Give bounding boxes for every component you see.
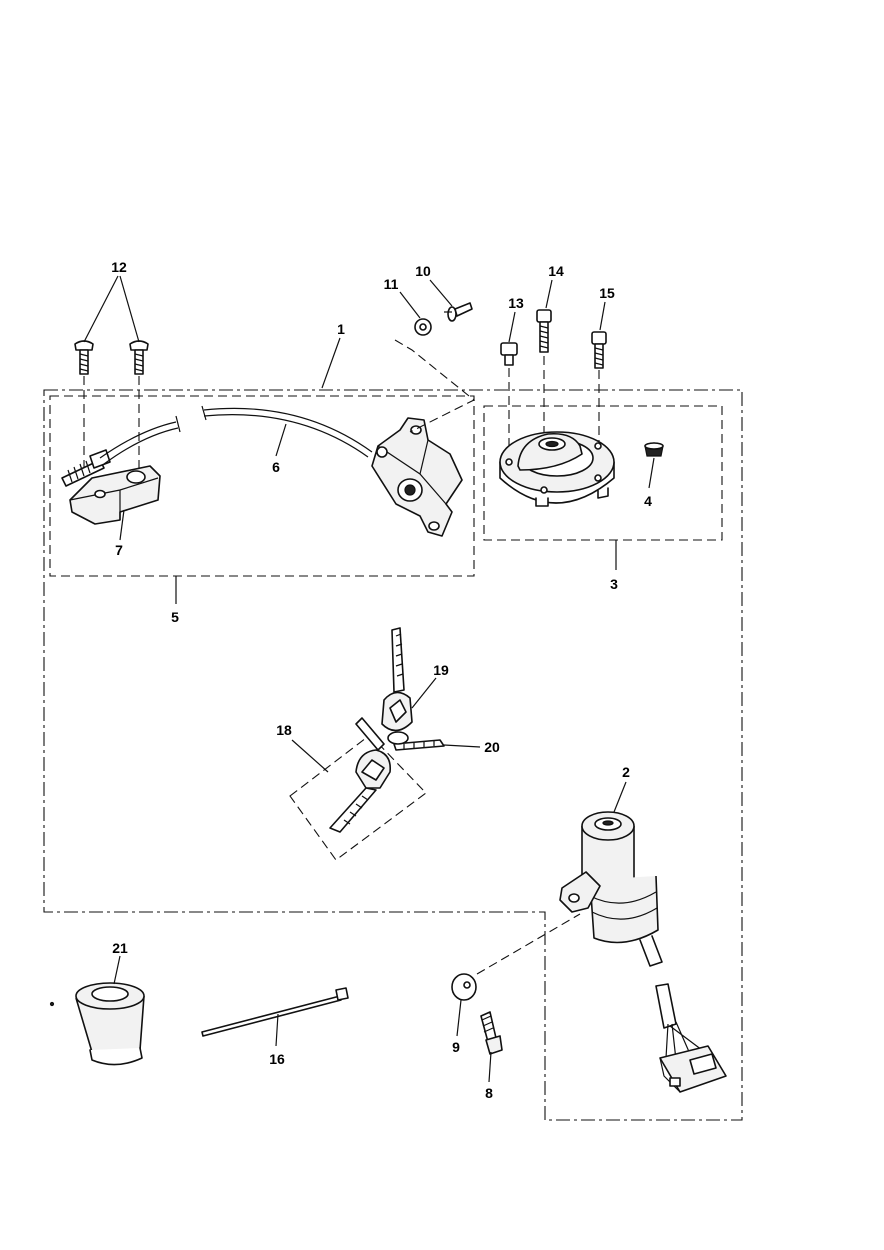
screw-14	[536, 309, 552, 353]
callout-13: 13	[508, 295, 524, 311]
leader-1	[321, 337, 341, 389]
seat-latch-7	[61, 449, 161, 525]
leader-19	[411, 677, 437, 709]
key-18	[329, 749, 392, 833]
seat-lock-cable-6	[99, 405, 373, 465]
leader-9	[456, 999, 462, 1037]
leader-7	[119, 509, 125, 541]
fuel-cap-plug-4	[644, 442, 664, 457]
boundary-assembly-1	[43, 389, 743, 1121]
leader-12a	[83, 275, 119, 343]
callout-21: 21	[112, 940, 128, 956]
leader-11	[399, 291, 421, 319]
leader-13	[508, 311, 516, 343]
boundary-fuel-cap-3	[483, 405, 723, 541]
callout-2: 2	[622, 764, 630, 780]
callout-16: 16	[269, 1051, 285, 1067]
cable-tie-16	[201, 987, 349, 1037]
key-19	[381, 627, 413, 732]
callout-6: 6	[272, 459, 280, 475]
shear-bolt-8	[480, 1011, 503, 1055]
callout-20: 20	[484, 739, 500, 755]
callout-19: 19	[433, 662, 449, 678]
guide-screw-10	[394, 339, 476, 433]
callout-7: 7	[115, 542, 123, 558]
screw-13	[500, 342, 518, 366]
leader-2	[613, 781, 627, 813]
boundary-seat-lock-5	[49, 395, 475, 577]
leader-12b	[119, 275, 140, 343]
callout-5: 5	[171, 609, 179, 625]
callout-4: 4	[644, 493, 652, 509]
leader-20	[443, 744, 481, 748]
leader-15	[599, 301, 606, 331]
guide-ignition-bolt	[476, 913, 581, 975]
screw-10	[444, 302, 473, 322]
leader-4	[648, 457, 655, 489]
callout-15: 15	[599, 285, 615, 301]
leader-10	[429, 279, 453, 307]
fuel-cap-3	[499, 431, 615, 507]
leader-14	[545, 279, 553, 309]
leader-8	[488, 1051, 492, 1083]
leader-21	[113, 955, 121, 985]
washer-11	[414, 318, 432, 336]
key-20	[393, 739, 445, 751]
screw-15	[591, 331, 607, 369]
leader-18	[291, 739, 329, 773]
screw-12-left	[74, 340, 94, 375]
callout-1: 1	[337, 321, 345, 337]
key-ring	[355, 717, 409, 751]
callout-14: 14	[548, 263, 564, 279]
leader-16	[275, 1013, 279, 1047]
callout-3: 3	[610, 576, 618, 592]
leader-6	[275, 423, 287, 457]
callout-10: 10	[415, 263, 431, 279]
callout-18: 18	[276, 722, 292, 738]
ignition-switch-2	[559, 811, 663, 967]
callout-11: 11	[384, 276, 399, 292]
ignition-harness	[655, 983, 727, 1093]
callout-12: 12	[111, 259, 127, 275]
washer-9	[451, 973, 477, 1001]
boot-21	[49, 982, 145, 1066]
callout-9: 9	[452, 1039, 460, 1055]
callout-8: 8	[485, 1085, 493, 1101]
screw-12-right	[129, 340, 149, 375]
seat-lock-body	[371, 417, 463, 537]
